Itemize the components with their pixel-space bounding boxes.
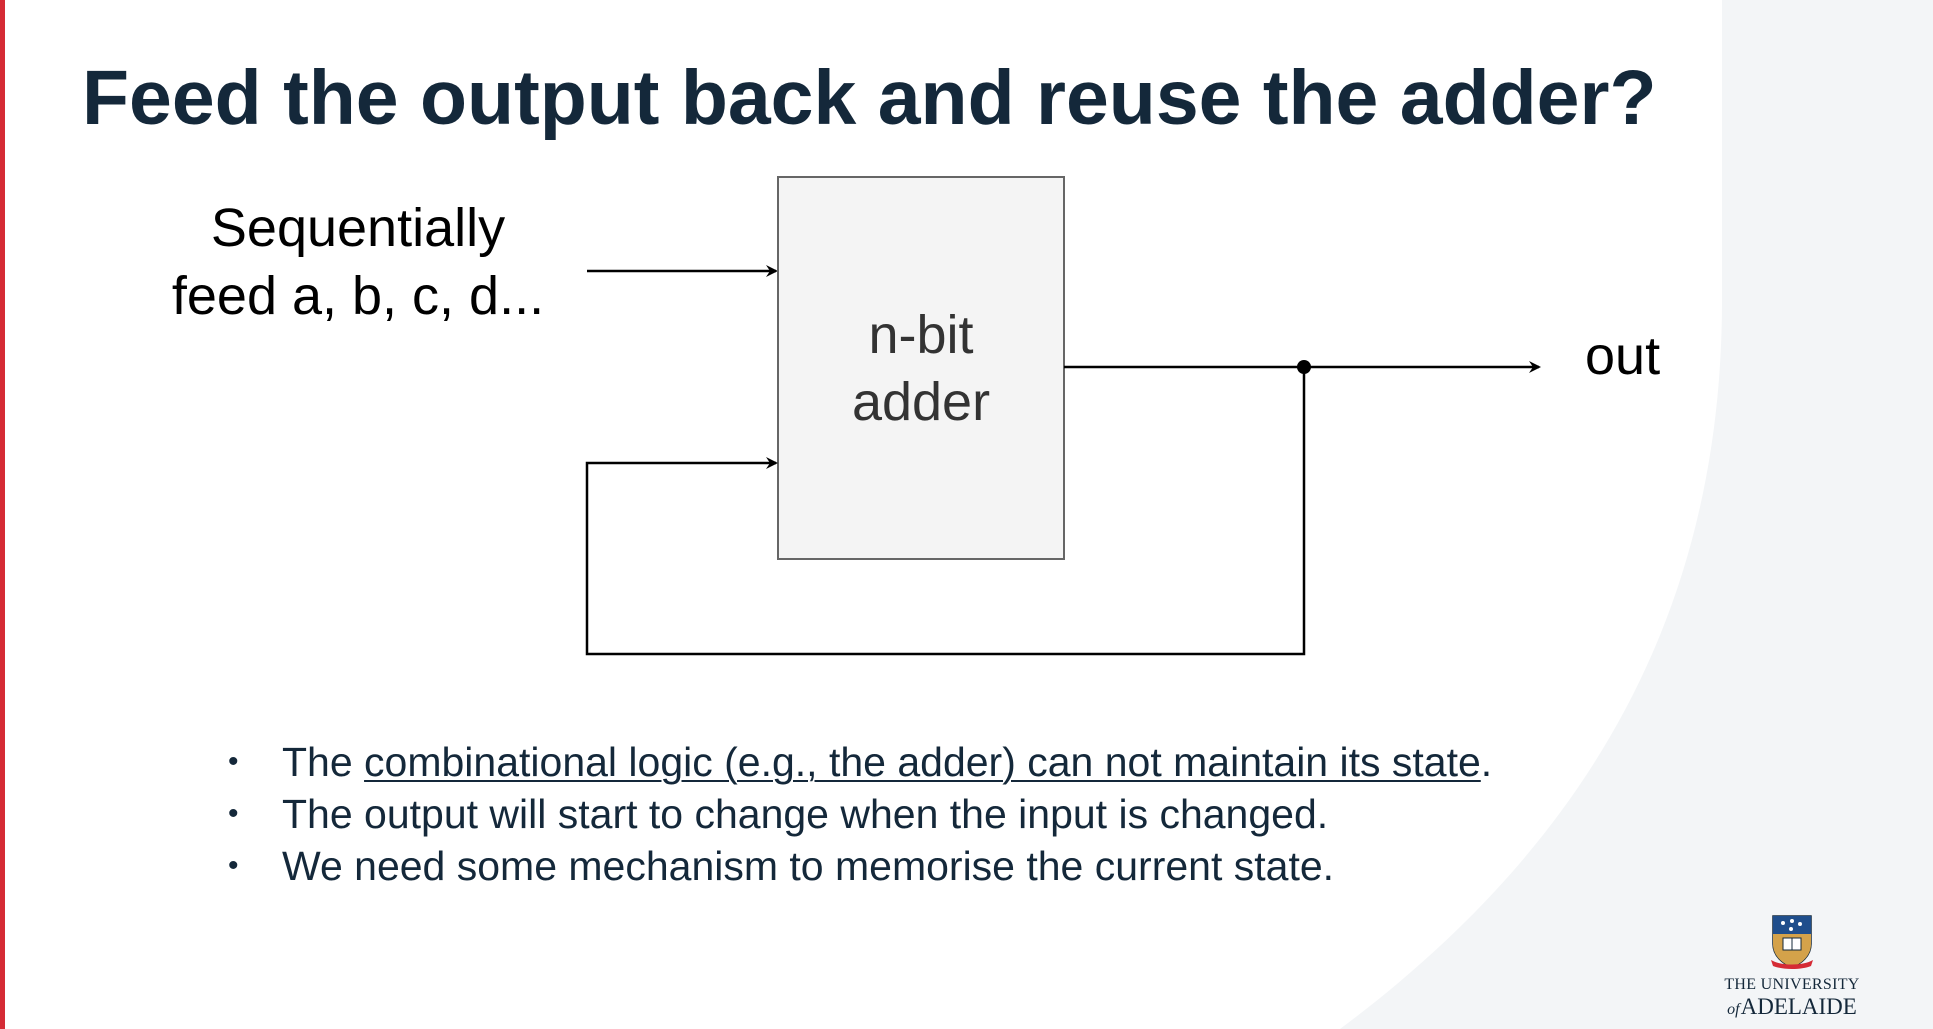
bullet-text-before: The [282,739,365,785]
bullet-item: • The output will start to change when th… [228,788,1492,840]
adder-block [777,176,1065,560]
slide-title: Feed the output back and reuse the adder… [82,55,1657,141]
bullet-dot: • [228,849,239,882]
logo-text-adelaide: ofADELAIDE [1722,994,1862,1020]
feedback-loop-wire [585,367,1306,656]
university-crest-icon [1771,915,1813,969]
adder-label-line2: adder [852,372,990,432]
input-label-line1: Sequentially [211,198,505,258]
bullet-dot: • [228,797,239,830]
bullet-text: The output will start to change when the… [282,791,1329,837]
bullet-dot: • [228,745,239,778]
bullet-list: • The combinational logic (e.g., the adde… [228,736,1492,892]
bullet-text-after: . [1480,739,1493,785]
adder-label-line1: n-bit [868,305,973,365]
logo-text-of: of [1727,1001,1740,1018]
bullet-text: We need some mechanism to memorise the c… [282,843,1335,889]
left-accent-bar [0,0,5,1029]
bullet-underlined-text: combinational logic (e.g., the adder) ca… [364,739,1481,785]
input-label-line2: feed a, b, c, d... [172,266,544,326]
bullet-item: • The combinational logic (e.g., the adde… [228,736,1492,788]
bullet-item: • We need some mechanism to memorise the … [228,840,1492,892]
logo-text-name: ADELAIDE [1740,994,1857,1019]
output-label: out [1585,326,1660,386]
logo-text-university: THE UNIVERSITY [1724,976,1860,993]
university-logo: THE UNIVERSITY ofADELAIDE [1722,914,1862,1022]
